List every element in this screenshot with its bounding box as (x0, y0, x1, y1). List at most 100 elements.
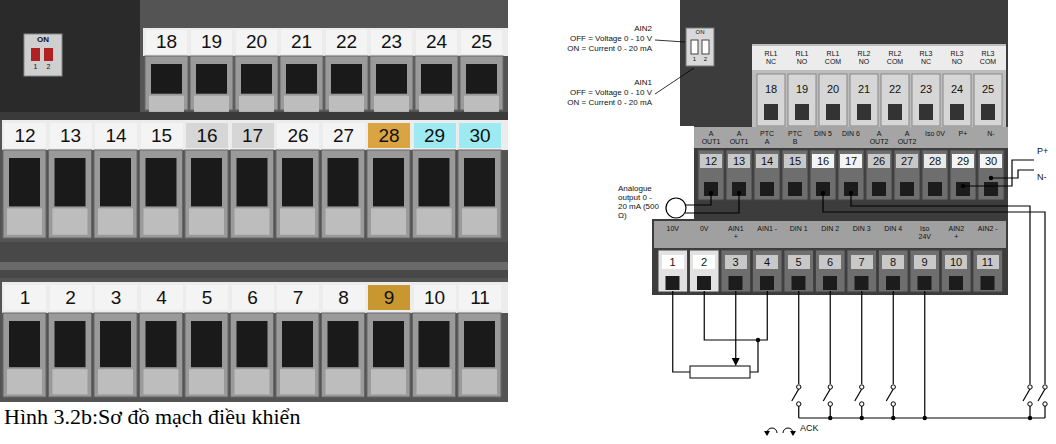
pin-name: DIN 5 (813, 130, 833, 138)
pin-name: 0V (694, 225, 714, 233)
junction-dot (989, 176, 993, 180)
terminal-number: 8 (882, 255, 904, 269)
terminal-body (185, 150, 228, 238)
terminal-lip (462, 208, 497, 234)
terminal-opening (328, 321, 359, 367)
screw-hole (697, 276, 711, 290)
screw-hole (857, 104, 871, 120)
wire (1044, 406, 1045, 418)
terminal-lip (53, 369, 88, 394)
terminal (847, 250, 877, 292)
terminal-body (3, 313, 46, 397)
terminal-number: 24 (946, 82, 968, 96)
terminal-number: 12 (700, 154, 722, 168)
terminal (753, 250, 783, 292)
terminal-lip (53, 208, 88, 234)
pin-name: RL1 NO (792, 50, 812, 66)
screw-hole (888, 104, 902, 120)
terminal-lip (462, 369, 497, 394)
terminal-number: 21 (281, 30, 322, 54)
pin-name: RL3 NC (916, 50, 936, 66)
terminal-number: 28 (368, 123, 410, 148)
pin-name: A OUT1 (729, 130, 749, 146)
terminal-number: 10 (414, 285, 456, 310)
terminal-body (367, 150, 410, 238)
screw-hole (981, 276, 995, 290)
inverter-terminal-diagram (652, 0, 1047, 436)
junction-dot (961, 184, 965, 188)
screw-hole (764, 104, 778, 120)
terminal-number: 16 (186, 123, 228, 148)
terminal-opening (419, 321, 450, 367)
terminal-number: 18 (146, 30, 187, 54)
relay-block (752, 44, 1006, 128)
terminal-opening (191, 321, 222, 367)
terminal-number: 17 (232, 123, 274, 148)
terminal-lip (417, 369, 452, 394)
pin-name: N- (981, 130, 1001, 138)
terminal (754, 150, 780, 200)
terminal-number: 18 (760, 82, 782, 96)
terminal-number: 25 (977, 82, 999, 96)
screw-hole (900, 182, 914, 196)
terminal-number: 10 (945, 255, 967, 269)
terminal-opening (151, 64, 182, 94)
screw-hole (950, 104, 964, 120)
screw-hole (732, 182, 746, 196)
pin-name: RL2 COM (885, 50, 905, 66)
switch-setting-note: ON = Current 0 - 20 mA (540, 45, 652, 54)
junction-dot (737, 191, 741, 195)
terminal-body (322, 313, 365, 397)
dip-lever (691, 40, 698, 54)
pin-name: RL2 NO (854, 50, 874, 66)
terminal-number: 20 (822, 82, 844, 96)
terminal-body (49, 313, 92, 397)
terminal-number: 4 (141, 285, 183, 310)
switch-name: AIN1 (540, 79, 652, 88)
terminal (698, 150, 724, 200)
screw-hole (666, 276, 680, 290)
pin-name: AIN2 + (946, 225, 966, 241)
terminal-number: 23 (371, 30, 412, 54)
terminal-opening (146, 158, 177, 206)
screw-hole (760, 182, 774, 196)
terminal-lip (284, 96, 319, 112)
wire (673, 291, 690, 372)
terminal-opening (464, 158, 495, 206)
pin-name: A OUT1 (701, 130, 721, 146)
switch-contact (828, 385, 832, 389)
screw-hole (872, 182, 886, 196)
terminal-body (94, 313, 137, 397)
terminal-lip (144, 208, 179, 234)
terminal (816, 250, 846, 292)
wiper-arrow (732, 358, 740, 366)
switch-blade (792, 389, 799, 401)
screw-hole (928, 182, 942, 196)
terminal-number: 19 (191, 30, 232, 54)
terminal-opening (419, 158, 450, 206)
switch-label: ON (686, 29, 714, 36)
terminal-lip (280, 369, 315, 394)
junction-dot (891, 416, 895, 420)
terminal-number: 4 (756, 255, 778, 269)
pin-name: RL3 COM (978, 50, 998, 66)
terminal-number: 22 (326, 30, 367, 54)
terminal (879, 250, 909, 292)
pin-name: DIN 1 (789, 225, 809, 233)
terminal-number: 2 (50, 285, 92, 310)
terminal-number: 2 (693, 255, 715, 269)
terminal-body (94, 150, 137, 238)
switch-setting-note: OFF = Voltage 0 - 10 V (540, 89, 652, 98)
terminal-number: 13 (50, 123, 92, 148)
terminal-number: 29 (414, 123, 456, 148)
terminal (973, 250, 1003, 292)
switch-contact (891, 402, 895, 406)
switch-blade (886, 389, 893, 401)
terminal-number: 30 (980, 154, 1002, 168)
pin-name: RL1 NC (761, 50, 781, 66)
terminal-body (276, 313, 319, 397)
meter-symbol (666, 198, 686, 218)
wire (686, 193, 711, 205)
terminal-number: 5 (788, 255, 810, 269)
switch-label: 2 (701, 56, 710, 63)
